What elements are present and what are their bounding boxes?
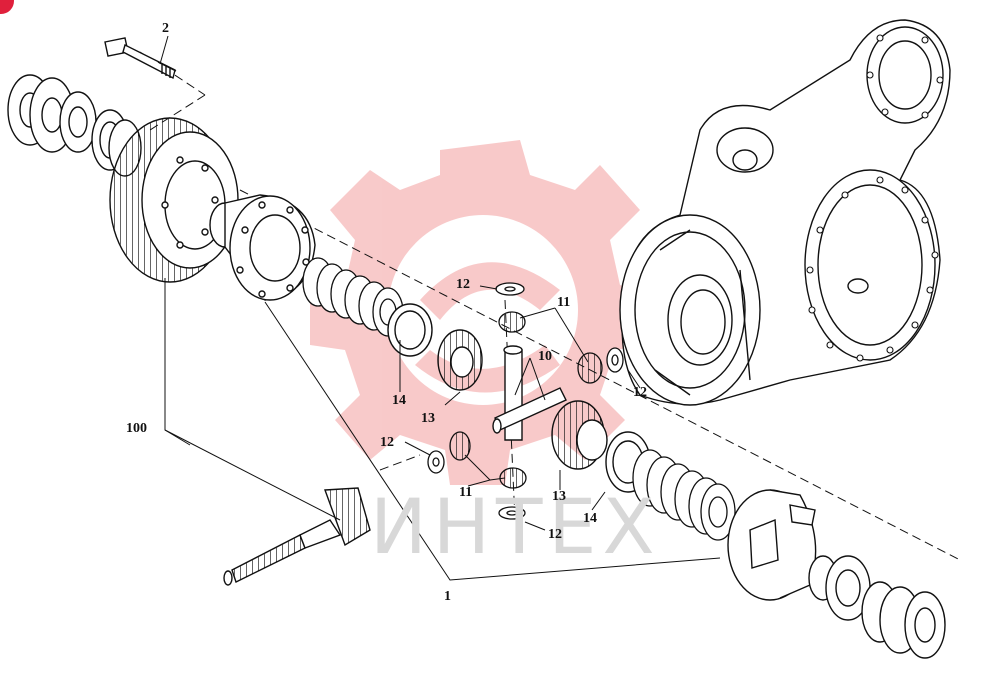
watermark-gear-logo — [310, 140, 655, 485]
label-13-left: 13 — [421, 411, 435, 426]
label-11-upper: 11 — [557, 295, 571, 310]
label-14-left: 14 — [392, 393, 406, 408]
label-11-lower: 11 — [459, 485, 473, 500]
label-12-bottom: 12 — [548, 527, 562, 542]
label-14-right: 14 — [583, 511, 597, 526]
housing-bolt-holes — [806, 34, 944, 362]
differential-case-left — [209, 194, 316, 301]
drive-pinion-shaft — [223, 487, 371, 586]
label-10: 10 — [538, 349, 552, 364]
leader-lines — [159, 35, 721, 581]
ring-gear — [109, 117, 239, 283]
label-12-left: 12 — [380, 435, 394, 450]
label-100: 100 — [126, 421, 147, 436]
label-12-right: 12 — [633, 385, 647, 400]
label-13-right: 13 — [552, 489, 566, 504]
label-1: 1 — [444, 589, 451, 604]
bolt — [104, 37, 177, 80]
label-2: 2 — [162, 21, 169, 36]
label-12-top: 12 — [456, 277, 470, 292]
left-disc-pack — [302, 257, 404, 337]
right-disc-pack — [632, 449, 736, 541]
side-gear-left — [437, 329, 483, 391]
side-gear-right — [551, 400, 608, 470]
axle-housing — [619, 19, 951, 406]
pinion-gears — [449, 311, 603, 489]
spider-cross-shaft — [492, 345, 567, 441]
right-bearing-stack — [808, 555, 946, 659]
pinion-washers — [427, 282, 624, 520]
differential-case-right — [727, 489, 817, 601]
thrust-washer-left — [387, 303, 433, 357]
